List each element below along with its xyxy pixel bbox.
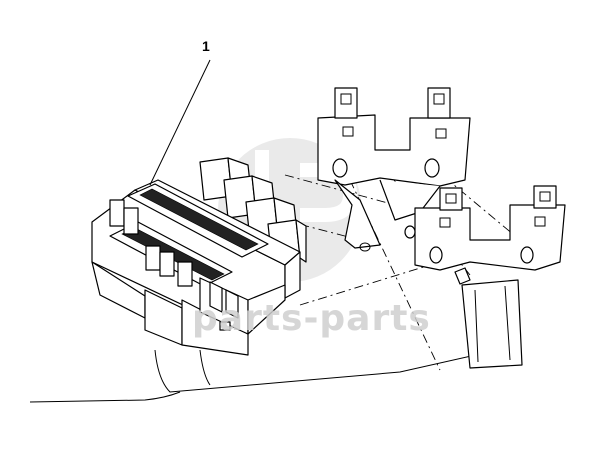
- fuse-box-assembly: [91, 157, 307, 356]
- bracket-lower: [404, 185, 566, 285]
- bracket-upper: [317, 87, 471, 252]
- callout-label-1: 1: [202, 38, 210, 54]
- support-strap: [461, 279, 523, 369]
- watermark-text: parts-parts: [192, 298, 431, 339]
- callout-leader-1: [149, 59, 211, 186]
- base-plate: [29, 344, 521, 403]
